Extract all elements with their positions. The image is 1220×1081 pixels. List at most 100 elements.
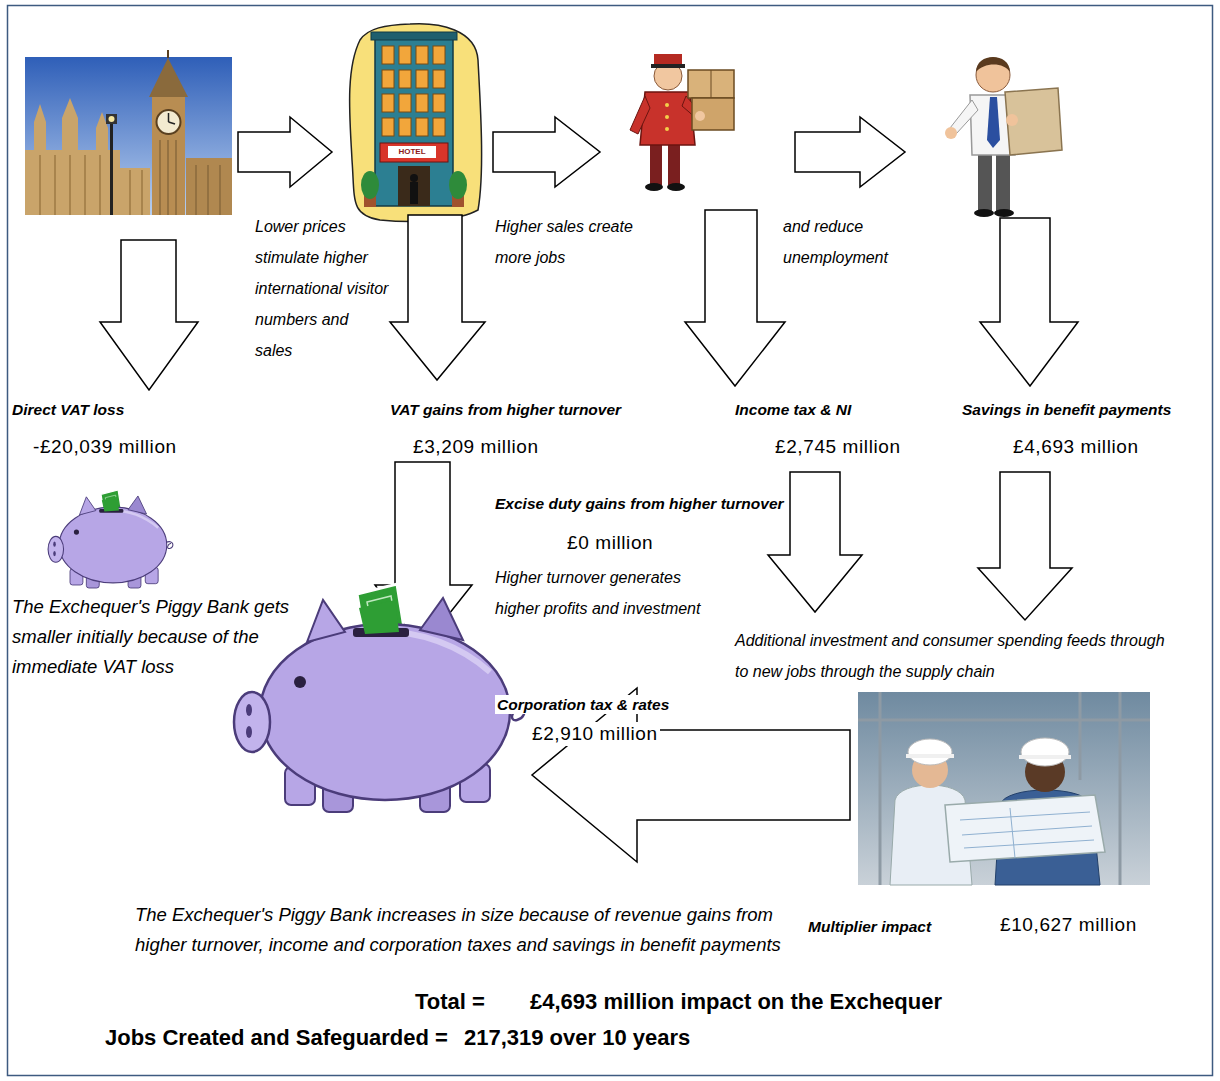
hotel-clipart-part-part bbox=[399, 118, 411, 136]
block-arrows-part bbox=[685, 210, 785, 386]
bellboy-clipart-part bbox=[692, 98, 734, 130]
piggy-caption: The Exchequer's Piggy Bank gets smaller … bbox=[12, 592, 312, 682]
amount-value: £10,627 million bbox=[1000, 913, 1137, 937]
hotel-clipart bbox=[350, 24, 482, 222]
hotel-clipart-part-part bbox=[399, 46, 411, 64]
parliament-photo-part-part bbox=[159, 140, 161, 215]
unemployed-man-clipart-part bbox=[1006, 114, 1018, 126]
parliament-photo-part bbox=[157, 110, 181, 134]
construction-photo-part bbox=[858, 692, 1150, 885]
parliament-photo-part-part bbox=[39, 155, 41, 215]
hotel-clipart-part-part bbox=[416, 94, 428, 112]
parliament-photo-part bbox=[169, 122, 176, 124]
construction-photo-part-part bbox=[964, 840, 1094, 848]
construction-photo-part-part bbox=[1010, 808, 1015, 858]
amount-value: £4,693 million bbox=[1013, 435, 1139, 459]
hotel-clipart-part bbox=[371, 32, 457, 40]
frame bbox=[8, 6, 1213, 1076]
bellboy-clipart-part bbox=[695, 111, 705, 121]
construction-photo-part-part bbox=[960, 812, 1090, 820]
unemployed-man-clipart-part bbox=[994, 209, 1014, 217]
amount-value: £0 million bbox=[567, 531, 653, 555]
hotel-clipart-part-part bbox=[382, 94, 394, 112]
construction-photo bbox=[858, 692, 1150, 885]
parliament-photo-part-part bbox=[84, 155, 86, 215]
unemployed-man-clipart-part bbox=[945, 127, 957, 139]
parliament-photo-part-part bbox=[129, 170, 131, 215]
flow-note: Additional investment and consumer spend… bbox=[735, 625, 1175, 687]
parliament-photo-part-part bbox=[175, 140, 177, 215]
construction-photo-part-part bbox=[858, 719, 1150, 722]
bellboy-clipart-part bbox=[630, 96, 650, 134]
hotel-clipart-part bbox=[375, 38, 453, 206]
parliament-photo-part bbox=[40, 155, 142, 215]
unemployed-man-clipart-part bbox=[1005, 88, 1062, 155]
hotel-clipart-part-part bbox=[433, 94, 445, 112]
construction-photo-part-part bbox=[1079, 692, 1082, 780]
impact-heading: Corporation tax & rates bbox=[495, 695, 671, 714]
parliament-photo-part-part bbox=[141, 170, 143, 215]
hotel-clipart-part-part bbox=[416, 70, 428, 88]
parliament-photo-part bbox=[160, 140, 176, 215]
bellboy-clipart-part bbox=[668, 140, 680, 185]
parliament-photo-part bbox=[196, 165, 220, 215]
hotel-clipart-part-part bbox=[399, 94, 411, 112]
hotel-clipart-part bbox=[398, 166, 430, 206]
block-arrows-part bbox=[795, 117, 905, 187]
parliament-photo-part-part bbox=[54, 155, 56, 215]
block-arrows-part bbox=[100, 240, 198, 390]
hotel-clipart-part bbox=[350, 24, 482, 222]
unemployed-man-clipart bbox=[945, 57, 1062, 217]
hotel-clipart-part bbox=[380, 143, 448, 162]
construction-photo-part bbox=[960, 808, 1094, 858]
hotel-clipart-part-part bbox=[433, 46, 445, 64]
hotel-clipart-part-part bbox=[382, 118, 394, 136]
hotel-clipart-part bbox=[382, 46, 445, 136]
piggy-bank-small bbox=[48, 490, 173, 588]
piggy-bank-large bbox=[234, 584, 524, 812]
construction-photo-part bbox=[1019, 755, 1071, 759]
hotel-clipart-part-part bbox=[416, 118, 428, 136]
hotel-clipart-part-part bbox=[416, 46, 428, 64]
piggy-caption: The Exchequer's Piggy Bank increases in … bbox=[135, 900, 795, 960]
parliament-photo-part-part bbox=[99, 155, 101, 215]
construction-photo-part bbox=[908, 739, 952, 765]
bellboy-clipart-part bbox=[665, 127, 669, 131]
unemployed-man-clipart-part bbox=[978, 150, 992, 212]
hotel-clipart-part-part bbox=[433, 118, 445, 136]
parliament-photo-part bbox=[152, 95, 185, 215]
amount-value: -£20,039 million bbox=[33, 435, 177, 459]
total-value: 217,319 over 10 years bbox=[464, 1024, 690, 1052]
construction-photo-part bbox=[906, 754, 954, 758]
parliament-photo-part bbox=[110, 122, 113, 215]
hotel-clipart-part-part bbox=[433, 70, 445, 88]
parliament-photo-part bbox=[25, 98, 150, 215]
flow-note: Lower prices stimulate higher internatio… bbox=[255, 211, 390, 366]
impact-heading: Direct VAT loss bbox=[12, 400, 124, 419]
unemployed-man-clipart-part bbox=[974, 209, 994, 217]
parliament-photo-part-part bbox=[69, 155, 71, 215]
parliament-photo-part-part bbox=[167, 140, 169, 215]
amount-value: £2,910 million bbox=[530, 722, 660, 746]
parliament-photo-part-part bbox=[219, 165, 221, 215]
hotel-clipart-part-part bbox=[399, 70, 411, 88]
bellboy-clipart-part bbox=[667, 183, 685, 191]
parliament-photo-part bbox=[109, 116, 115, 122]
flow-note: Higher sales create more jobs bbox=[495, 211, 655, 273]
parliament-photo-part bbox=[186, 158, 232, 215]
parliament-photo-part-part bbox=[195, 165, 197, 215]
hotel-clipart-part-part bbox=[382, 46, 394, 64]
unemployed-man-clipart-part bbox=[976, 57, 1010, 72]
construction-photo-part bbox=[858, 692, 1150, 885]
amount-value: £2,745 million bbox=[775, 435, 901, 459]
bellboy-clipart bbox=[630, 54, 734, 191]
total-value: £4,693 million impact on the Exchequer bbox=[530, 988, 942, 1016]
bellboy-clipart-part bbox=[645, 183, 663, 191]
impact-heading: Income tax & NI bbox=[735, 400, 851, 419]
impact-heading: Savings in benefit payments bbox=[962, 400, 1171, 419]
impact-heading: Multiplier impact bbox=[808, 917, 931, 936]
hotel-clipart-part bbox=[410, 174, 418, 182]
flow-note: and reduce unemployment bbox=[783, 211, 913, 273]
block-arrows-part bbox=[768, 472, 862, 612]
unemployed-man-clipart-part bbox=[976, 58, 1010, 92]
